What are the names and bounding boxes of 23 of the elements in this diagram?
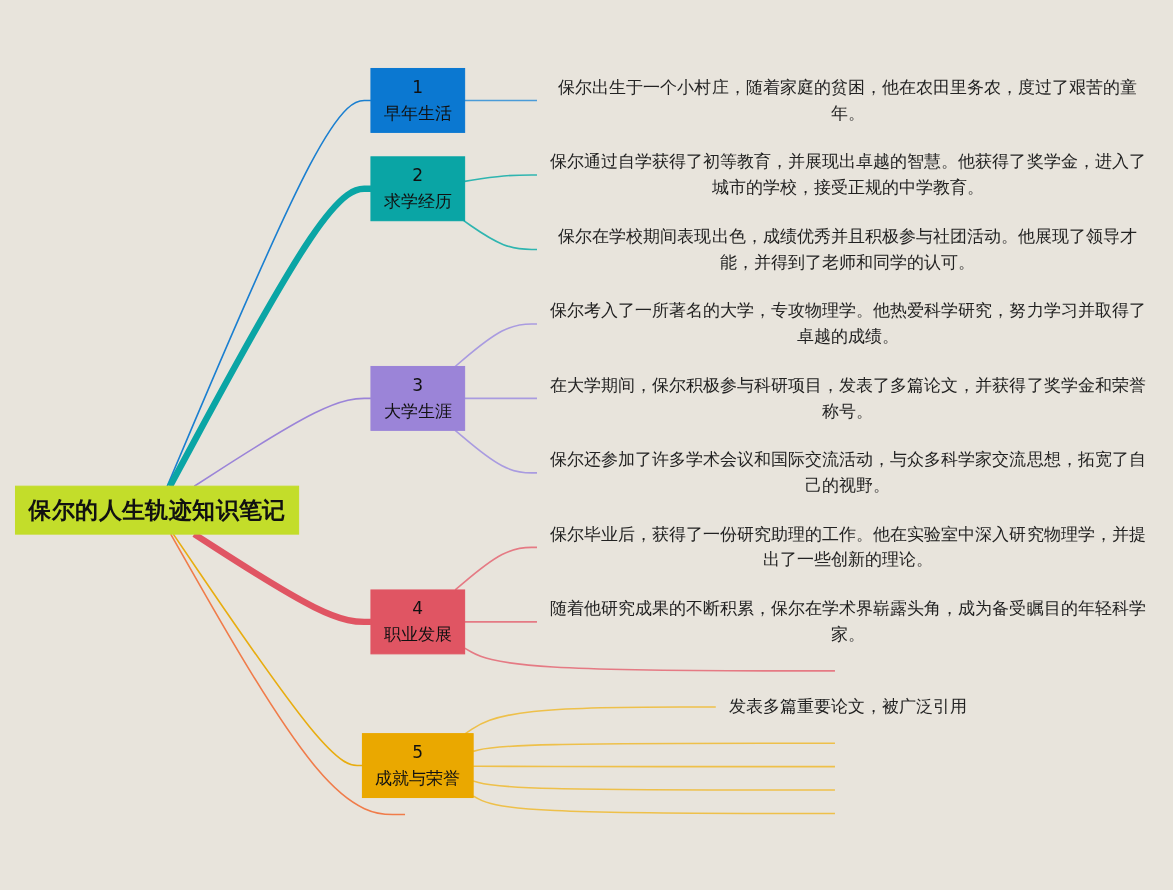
node-text: 保尔出生于一个小村庄，随着家庭的贫困，他在农田里务农，度过了艰苦的童年。 <box>557 77 1137 124</box>
connector <box>453 323 538 368</box>
node-text: 在大学期间，保尔积极参与科研项目，发表了多篇论文，并获得了奖学金和荣誉称号。 <box>549 375 1146 422</box>
node-text: 保尔在学校期间表现出色，成绩优秀并且积极参与社团活动。他展现了领导才能，并得到了老师和同学的认可。 <box>557 226 1137 273</box>
node-box <box>369 366 465 432</box>
node-text: 保尔考入了一所著名的大学，专攻物理学。他热爱科学研究，努力学习并取得了卓越的成绩。 <box>549 300 1146 347</box>
connector <box>462 220 538 251</box>
node-box <box>14 485 299 535</box>
node-text: 保尔还参加了许多学术会议和国际交流活动，与众多科学家交流思想，拓宽了自己的视野。 <box>549 449 1146 496</box>
connector <box>453 429 538 474</box>
connector <box>166 185 371 488</box>
node-box <box>369 68 465 134</box>
node-box <box>369 156 465 222</box>
connector <box>453 546 538 592</box>
node-box <box>361 733 474 799</box>
node-text: 随着他研究成果的不断积累，保尔在学术界崭露头角，成为备受瞩目的年轻科学家。 <box>549 598 1146 645</box>
connector <box>464 706 717 735</box>
node-text: 保尔通过自学获得了初等教育，并展现出卓越的智慧。他获得了奖学金，进入了城市的学校，接受正规的中学教育。 <box>549 151 1146 198</box>
connector <box>169 533 406 816</box>
node-text: 保尔毕业后，获得了一份研究助理的工作。他在实验室中深入研究物理学，并提出了一些创新的理论。 <box>549 524 1146 571</box>
node-box <box>369 589 465 655</box>
connector <box>471 795 836 815</box>
node-text: 发表多篇重要论文，被广泛引用 <box>728 696 967 717</box>
